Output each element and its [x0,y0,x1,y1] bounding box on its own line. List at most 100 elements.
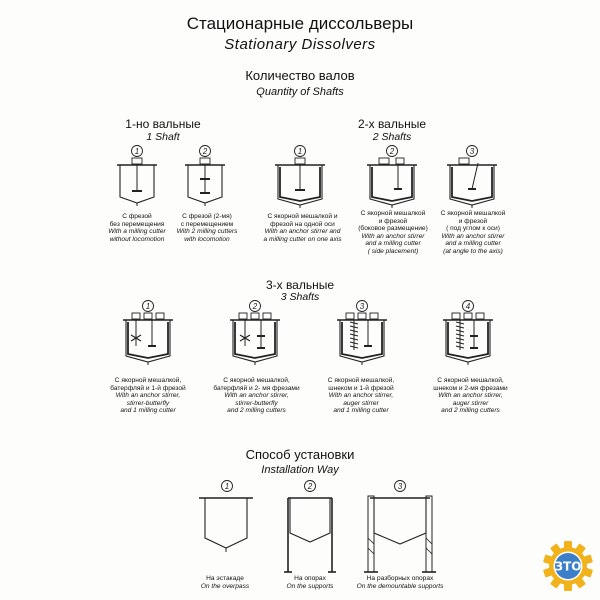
svg-text:4: 4 [466,302,471,311]
caption-en-line: With an anchor stirrer, [438,392,503,400]
shafts-heading-en: Quantity of Shafts [256,86,344,98]
installation-heading: Способ установки [245,447,355,462]
caption-ru-line: С якорной мешалкой, [327,377,395,384]
svg-text:3: 3 [398,482,403,491]
three-shaft-caption-4: С якорной мешалкой,шнеком и 2-мя фрезами… [418,377,523,415]
gear-icon: ЗТО [543,541,593,591]
two-shaft-diagram-2: 2 [367,145,417,208]
caption-en-line: and a milling cutter [365,240,421,248]
caption-en-line: auger stirrer [452,399,489,407]
caption-en-line: With an anchor stirrer [361,232,425,240]
caption-ru-line: ( под углом к оси) [446,225,500,233]
svg-text:2: 2 [307,482,313,491]
two-shaft-heading-en: 2 Shafts [372,131,412,143]
three-shaft-caption-1: С якорной мешалкой,батерфляй и 1-й фрезо… [98,377,198,415]
caption-en-line: and 1 milling cutter [120,407,176,415]
company-logo: ЗТО [542,540,594,592]
svg-text:2: 2 [202,147,208,156]
caption-ru-line: фрезой на одной оси [270,220,335,228]
installation-diagram-2: 2 [284,480,336,573]
installation-diagram-1: 1 [199,480,253,552]
caption-ru-line: с перемещением [180,220,234,228]
three-shaft-heading-en: 3 Shafts [280,291,320,303]
two-shaft-heading: 2-х вальные [357,117,427,131]
svg-text:1: 1 [298,147,302,156]
svg-text:1: 1 [225,482,229,491]
three-shaft-caption-2: С якорной мешалкой,батерфляй и 2- мя фре… [204,377,309,415]
three-shaft-diagram-1: 1 [123,300,173,365]
caption-en-line: With 2 milling cutters [176,228,238,236]
caption-en-line: (at angle to the axis) [443,247,503,255]
three-shaft-diagram-3: 3 [337,300,387,365]
caption-ru-line: батерфляй и 2- мя фрезами [213,384,300,392]
shafts-heading: Количество валов [245,68,355,83]
caption-ru-line: С якорной мешалкой [360,210,426,217]
caption-en-line: With an anchor stirrer, [224,392,289,400]
caption-ru-line: С якорной мешалкой, [114,377,182,384]
caption-en-line: stirrer-butterfly [126,399,170,407]
caption-en-line: With an anchor stirrer, [328,392,394,400]
logo-text: ЗТО [555,560,582,574]
svg-text:1: 1 [146,302,150,311]
caption-ru-line: шнеком и 2-мя фрезами [433,384,508,392]
three-shaft-heading: 3-х вальные [265,278,335,292]
one-shaft-diagram-2: 2 [185,145,225,206]
caption-en-line: and 2 milling cutters [441,407,500,415]
caption-en-line: stirrer-butterfly [235,399,278,407]
caption-ru-line: батерфляй и 1-й фрезой [110,384,186,392]
svg-text:3: 3 [360,302,365,311]
caption-ru-line: На эстакаде [206,575,244,582]
caption-en-line: With a milling cutter [108,228,166,236]
caption-ru-line: шнеком и 1-й фрезой [328,384,394,392]
one-shaft-diagram-1: 1 [117,145,157,206]
caption-en-line: and a milling cutter [445,240,501,248]
caption-ru-line: На разборных опорах [366,575,434,582]
one-shaft-heading-en: 1 Shaft [146,131,180,143]
caption-ru-line: без перемещения [109,220,165,228]
three-shaft-diagram-4: 4 [443,300,493,365]
two-shaft-diagram-1: 1 [275,145,325,208]
caption-ru-line: С якорной мешалкой, [223,377,290,384]
caption-en-line: With an anchor stirrer [441,232,505,240]
caption-ru-line: С фрезой [122,213,152,220]
svg-text:2: 2 [252,302,258,311]
caption-ru-line: и фрезой [458,217,488,225]
three-shaft-diagram-2: 2 [230,300,280,365]
caption-en-line: On the supports [286,582,334,590]
installation-heading-en: Installation Way [261,464,339,476]
caption-ru-line: (боковое размещение) [358,225,428,233]
caption-en-line: With an anchor stirrer and [264,228,341,236]
svg-text:1: 1 [135,147,139,156]
caption-ru-line: С фрезой (2-мя) [182,213,232,220]
two-shaft-diagram-3: 3 [447,145,497,208]
caption-en-line: auger stirrer [343,399,379,407]
caption-en-line: ( side placement) [367,247,419,255]
caption-en-line: with locomotion [184,235,230,243]
one-shaft-heading: 1-но вальные [125,117,201,131]
caption-en-line: without locomotion [109,235,165,243]
svg-text:3: 3 [470,147,475,156]
caption-en-line: On the overpass [200,582,250,590]
caption-en-line: a milling cutter on one axis [263,235,342,243]
caption-ru-line: С якорной мешалкой и [267,213,338,220]
caption-ru-line: С якорной мешалкой, [437,377,504,384]
caption-en-line: and 1 milling cutter [333,407,389,415]
page-subtitle: Stationary Dissolvers [224,36,376,53]
caption-en-line: With an anchor stirrer, [115,392,181,400]
caption-ru-line: С якорной мешалкой [440,210,506,217]
caption-ru-line: На опорах [294,575,326,582]
caption-en-line: and 2 milling cutters [227,407,286,415]
caption-en-line: On the demountable supports [356,582,444,590]
svg-text:2: 2 [389,147,395,156]
installation-diagram-3: 3 [364,480,436,573]
page-title: Стационарные диссольверы [186,14,414,33]
